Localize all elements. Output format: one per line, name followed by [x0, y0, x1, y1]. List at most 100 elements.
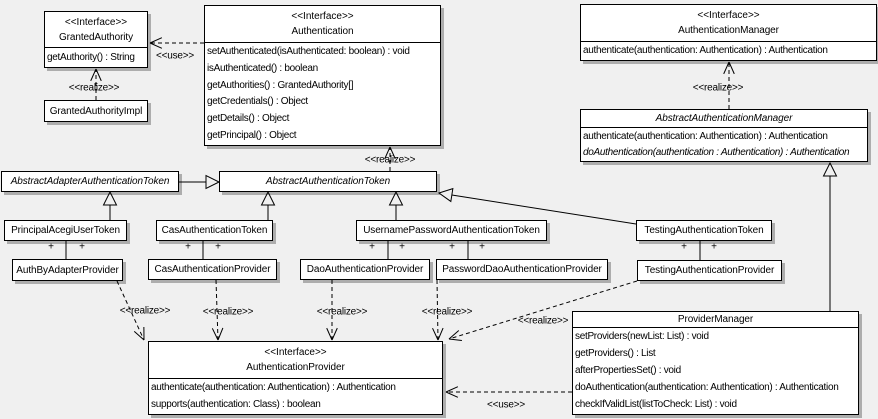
methods-compartment: setProviders(newList: List) : void getPro… — [573, 328, 858, 413]
class-title: <<Interface>>GrantedAuthority — [45, 12, 147, 48]
class-name: PasswordDaoAuthenticationProvider — [442, 264, 602, 275]
class-username-password-authentication-token[interactable]: UsernamePasswordAuthenticationToken — [356, 220, 547, 241]
method-row: authenticate(authentication: Authenticat… — [151, 382, 396, 393]
edge-realize — [384, 146, 396, 171]
stereotype-edge-label-realize: <<realize>> — [364, 154, 416, 166]
edge-realize — [432, 279, 444, 341]
stereotype-label: <<Interface>> — [291, 11, 354, 22]
class-provider-manager[interactable]: ProviderManager setProviders(newList: Lis… — [572, 311, 859, 415]
multiplicity-label: + — [681, 241, 687, 253]
method-row: supports(authentication: Class) : boolea… — [151, 399, 321, 410]
class-granted-authority[interactable]: <<Interface>>GrantedAuthority getAuthorit… — [44, 11, 148, 68]
edge-generalization — [437, 187, 637, 225]
class-title: AbstractAdapterAuthenticationToken — [2, 172, 178, 191]
class-name: GrantedAuthority — [59, 31, 133, 43]
method-row: getProviders() : List — [575, 348, 656, 359]
class-principal-acegi-user-token[interactable]: PrincipalAcegiUserToken — [4, 220, 127, 241]
stereotype-edge-label-realize: <<realize>> — [517, 315, 569, 327]
class-title: DaoAuthenticationProvider — [301, 260, 429, 279]
multiplicity-label: + — [369, 241, 375, 253]
class-title: PrincipalAcegiUserToken — [5, 221, 126, 240]
stereotype-edge-label-realize: <<realize>> — [692, 82, 744, 94]
method-row: checkIfValidList(listToCheck: List) : vo… — [575, 399, 737, 410]
method-row: setAuthenticated(isAuthenticated: boolea… — [207, 45, 410, 57]
class-title: <<Interface>>AuthenticationProvider — [149, 342, 442, 379]
class-title: TestingAuthenticationProvider — [638, 261, 781, 280]
class-authentication[interactable]: <<Interface>> Authentication setAuthentica… — [204, 5, 441, 146]
method-row: doAuthentication(authentication: Authent… — [575, 382, 839, 393]
multiplicity-label: + — [711, 241, 717, 253]
multiplicity-label: + — [399, 241, 405, 253]
class-name: AbstractAuthenticationManager — [655, 113, 793, 124]
class-abstract-authentication-token[interactable]: AbstractAuthenticationToken — [219, 171, 437, 192]
multiplicity-label: + — [48, 241, 54, 253]
method-row: setProviders(newList: List) : void — [575, 331, 709, 342]
method-row: getPrincipal() : Object — [207, 130, 297, 142]
class-granted-authority-impl[interactable]: GrantedAuthorityImpl — [44, 100, 148, 122]
class-title: PasswordDaoAuthenticationProvider — [437, 260, 607, 279]
class-name: PrincipalAcegiUserToken — [11, 225, 120, 236]
class-dao-authentication-provider[interactable]: DaoAuthenticationProvider — [300, 259, 430, 280]
stereotype-edge-label-realize: <<realize>> — [202, 306, 254, 318]
class-name: ProviderManager — [677, 314, 754, 325]
class-name: DaoAuthenticationProvider — [306, 264, 424, 275]
class-testing-authentication-provider[interactable]: TestingAuthenticationProvider — [637, 260, 782, 281]
method-row: getAuthorities() : GrantedAuthority[] — [207, 79, 354, 91]
edge-use — [445, 386, 572, 398]
stereotype-edge-label-use: <<use>> — [155, 50, 195, 62]
edge-realize — [211, 279, 224, 341]
class-name: AbstractAuthenticationToken — [265, 176, 391, 187]
class-name: AuthenticationManager — [678, 25, 779, 36]
class-authentication-provider[interactable]: <<Interface>>AuthenticationProvider authe… — [148, 341, 443, 415]
class-abstract-authentication-manager[interactable]: AbstractAuthenticationManager authenticat… — [580, 109, 868, 162]
class-title: ProviderManager — [573, 312, 858, 328]
multiplicity-label: + — [449, 241, 455, 253]
method-row: getCredentials() : Object — [207, 96, 308, 108]
multiplicity-label: + — [479, 241, 485, 253]
edge-realize — [326, 280, 338, 341]
class-title: UsernamePasswordAuthenticationToken — [357, 221, 546, 240]
edge-generalization — [260, 190, 276, 220]
class-name: GrantedAuthorityImpl — [49, 105, 143, 117]
class-name: Authentication — [291, 26, 354, 37]
class-abstract-adapter-authentication-token[interactable]: AbstractAdapterAuthenticationToken — [1, 171, 179, 192]
class-cas-authentication-token[interactable]: CasAuthenticationToken — [156, 220, 273, 241]
edge-realize — [116, 280, 145, 341]
method-row: doAuthentication(authentication : Authen… — [583, 146, 850, 158]
class-name: TestingAuthenticationProvider — [644, 265, 775, 276]
class-name: UsernamePasswordAuthenticationToken — [363, 225, 540, 236]
class-title: <<Interface>>AuthenticationManager — [581, 5, 876, 42]
edge-generalization — [388, 190, 404, 220]
multiplicity-label: + — [215, 241, 221, 253]
method-row: getDetails() : Object — [207, 113, 290, 125]
class-name: AuthenticationProvider — [246, 362, 345, 373]
method-row: authenticate(authentication: Authenticat… — [583, 45, 828, 56]
class-title: AbstractAuthenticationManager — [581, 110, 867, 128]
methods-compartment: setAuthenticated(isAuthenticated: boolea… — [205, 43, 440, 144]
class-name: TestingAuthenticationToken — [644, 225, 764, 236]
class-name: AuthByAdapterProvider — [16, 264, 119, 276]
edge-realize — [723, 61, 735, 109]
class-title: CasAuthenticationProvider — [149, 260, 276, 279]
class-testing-authentication-token[interactable]: TestingAuthenticationToken — [636, 220, 772, 241]
methods-compartment: authenticate(authentication: Authenticat… — [581, 42, 876, 59]
edge-realize — [90, 68, 102, 100]
class-auth-by-adapter-provider[interactable]: AuthByAdapterProvider — [12, 259, 123, 281]
class-authentication-manager[interactable]: <<Interface>>AuthenticationManager authen… — [580, 4, 877, 61]
edge-generalization — [822, 161, 838, 311]
class-password-dao-authentication-provider[interactable]: PasswordDaoAuthenticationProvider — [436, 259, 608, 280]
method-row: authenticate(authentication: Authenticat… — [583, 130, 828, 142]
methods-compartment: authenticate(authentication: Authenticat… — [149, 379, 442, 413]
class-name: CasAuthenticationToken — [161, 225, 268, 236]
class-title: <<Interface>> Authentication — [205, 6, 440, 43]
methods-compartment: authenticate(authentication: Authenticat… — [581, 128, 867, 160]
class-title: AuthByAdapterProvider — [13, 260, 122, 280]
class-title: TestingAuthenticationToken — [637, 221, 771, 240]
edge-generalization — [179, 174, 221, 190]
methods-compartment: getAuthority() : String — [45, 48, 147, 66]
method-row: isAuthenticated() : boolean — [207, 62, 318, 74]
class-name: CasAuthenticationProvider — [154, 264, 271, 275]
method-row: getAuthority() : String — [47, 51, 135, 63]
class-cas-authentication-provider[interactable]: CasAuthenticationProvider — [148, 259, 277, 280]
